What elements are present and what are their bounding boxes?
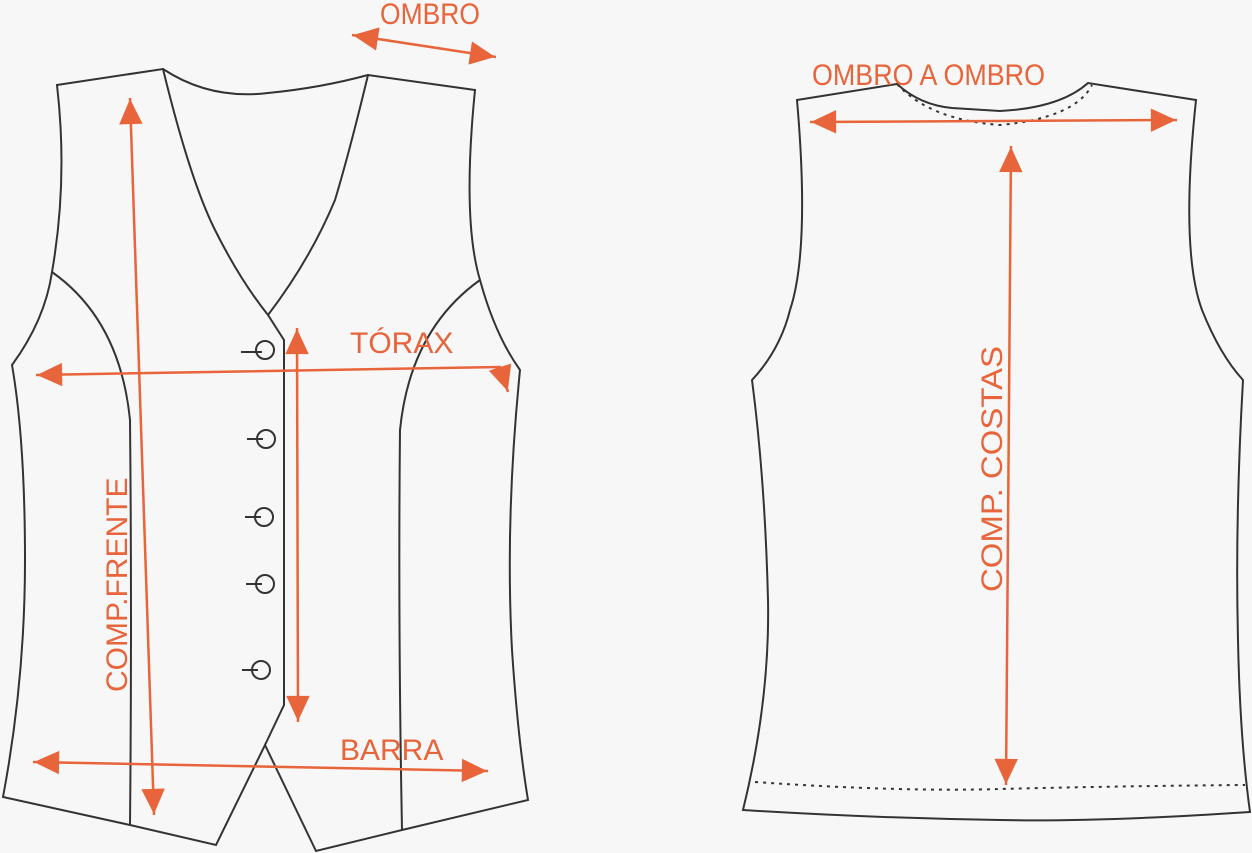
label-barra: BARRA: [340, 734, 443, 767]
label-ombro: OMBRO: [380, 0, 480, 31]
princess-seam-right: [398, 279, 481, 831]
comp-costas-arrow: [994, 145, 1023, 786]
lapel-left: [162, 68, 285, 746]
label-comp-costas: COMP. COSTAS: [976, 346, 1009, 592]
comp-frente-arrow: [119, 97, 165, 816]
lapel-right: [267, 74, 369, 316]
ombro-a-ombro-arrow: [809, 108, 1178, 134]
buttons: [241, 340, 276, 680]
front-outline: [1, 67, 530, 853]
label-torax: TÓRAX: [350, 327, 453, 360]
placket-arrow: [285, 327, 310, 723]
barra-arrow: [32, 750, 489, 783]
vest-front: [1, 67, 530, 853]
ombro-arrow: [351, 27, 497, 65]
label-ombro-a-ombro: OMBRO A OMBRO: [812, 59, 1045, 92]
measure-arrows: [32, 27, 1178, 816]
torax-arrow: [35, 362, 512, 393]
label-comp-frente: COMP.FRENTE: [101, 478, 134, 692]
